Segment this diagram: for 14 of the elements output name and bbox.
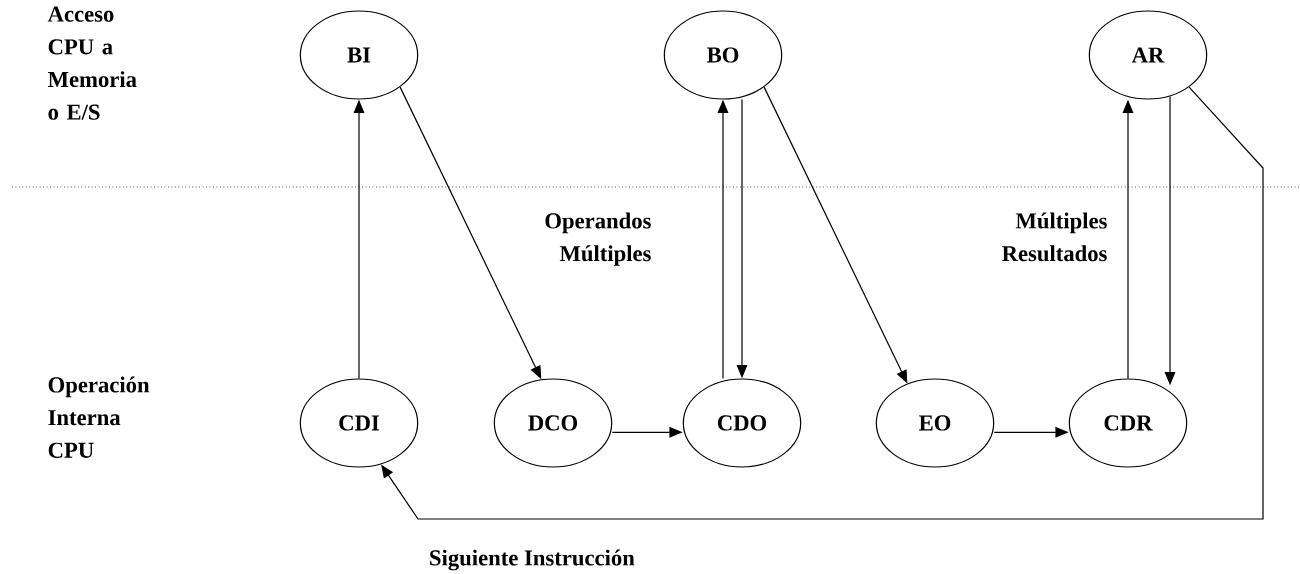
ellipse-node: DCO (493, 378, 613, 468)
row-label: Acceso CPU a Memoria o E/S (47, 6, 137, 120)
row-label: Operación Interna CPU (48, 376, 150, 458)
ellipse-node: CDI (299, 378, 419, 468)
ellipse-node: BO (663, 10, 783, 100)
row-label: Múltiples Resultados (1002, 212, 1107, 262)
ellipse-node: AR (1088, 10, 1208, 100)
ellipse-node: CDR (1068, 378, 1188, 468)
ellipse-node: CDO (682, 378, 802, 468)
row-label: Operandos Múltiples (545, 212, 651, 266)
edge-label: Siguiente Instrucción (427, 548, 637, 572)
arrow (381, 86, 1264, 520)
ellipse-node: BI (299, 10, 419, 100)
ellipse-node: EO (875, 378, 995, 468)
